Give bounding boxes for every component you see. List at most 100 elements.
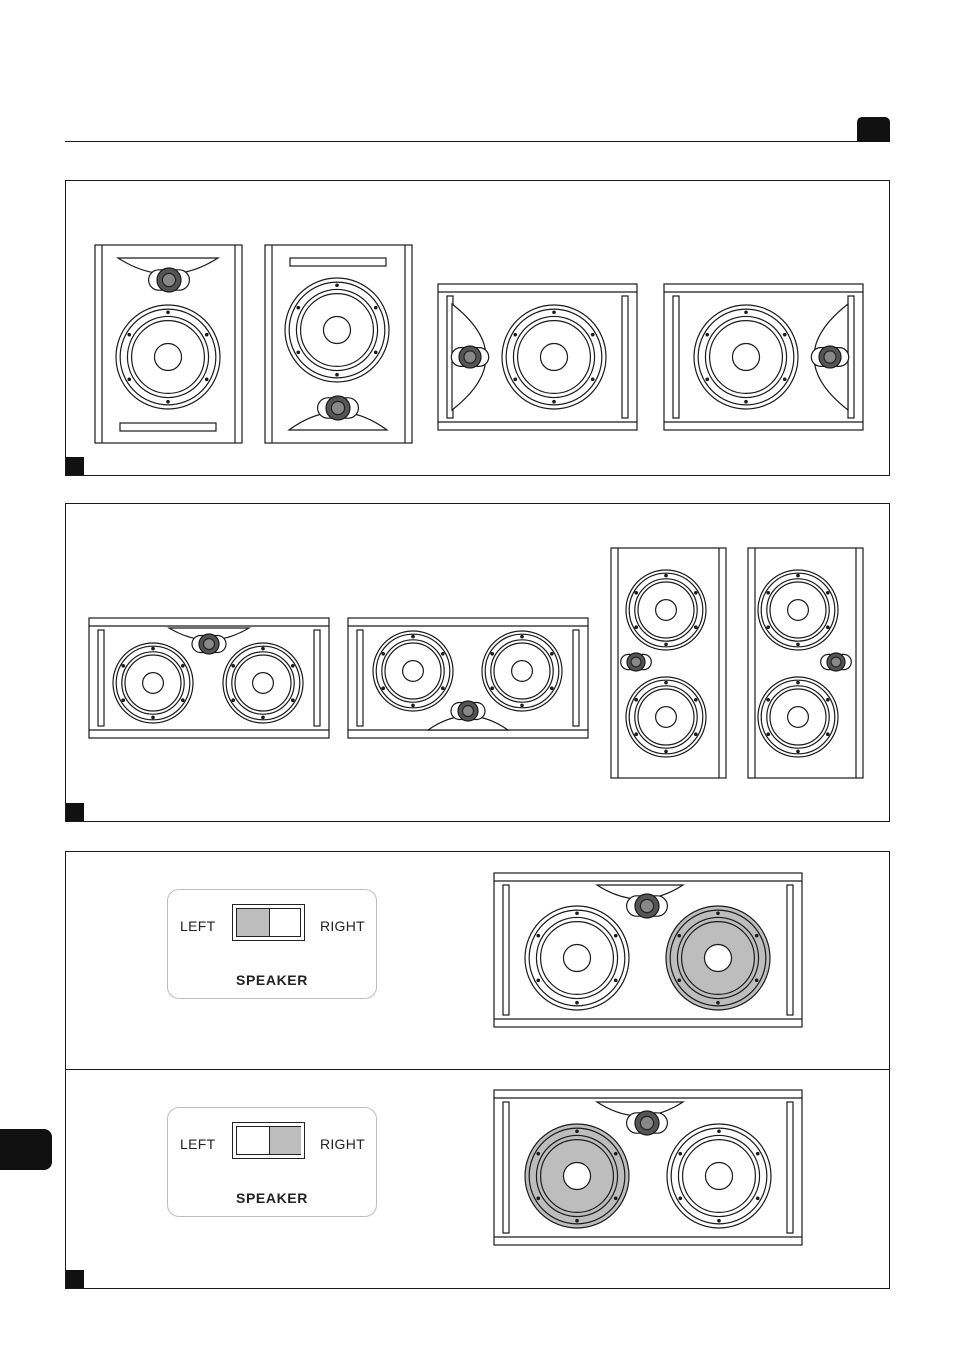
- woofer-surround: [693, 304, 799, 410]
- screw-dot: [825, 591, 830, 595]
- side-slot: [786, 884, 794, 1016]
- cabinet-outline: [94, 244, 243, 444]
- woofer-ring: [225, 645, 301, 721]
- screw-dot: [678, 1196, 683, 1201]
- woofer-ring: [288, 281, 386, 379]
- woofer-cone: [637, 581, 695, 639]
- screw-dot: [825, 732, 830, 736]
- woofer-ring: [484, 633, 560, 709]
- screw-dot: [755, 1151, 760, 1156]
- screw-dot: [127, 377, 132, 382]
- woofer-cone: [708, 320, 783, 395]
- screw-dot: [766, 732, 771, 736]
- screw-dot: [536, 1196, 541, 1201]
- screw-dot: [335, 372, 339, 377]
- woofer-dustcap: [322, 315, 352, 345]
- screw-dot: [166, 310, 170, 315]
- screw-dot: [121, 698, 126, 702]
- tweeter-dome: [463, 350, 477, 364]
- screw-dot: [536, 1151, 541, 1156]
- screw-dot: [693, 698, 698, 702]
- screw-dot: [782, 332, 787, 337]
- screw-dot: [755, 1196, 760, 1201]
- screw-dot: [552, 399, 556, 404]
- switch-right-label: RIGHT: [319, 1136, 365, 1152]
- screw-dot: [440, 686, 445, 690]
- switch-title: SPEAKER: [236, 972, 308, 988]
- cabinet-outline: [264, 244, 413, 444]
- screw-dot: [796, 749, 800, 754]
- cabinet-outline: [610, 547, 727, 779]
- woofer-ring: [119, 308, 217, 406]
- side-slot: [786, 1101, 794, 1234]
- screw-dot: [151, 646, 155, 651]
- screw-dot: [204, 332, 209, 337]
- screw-dot: [575, 1129, 579, 1134]
- screw-dot: [782, 377, 787, 382]
- woofer-ring: [115, 645, 191, 721]
- language-side-tab: [0, 1129, 52, 1170]
- screw-dot: [705, 377, 710, 382]
- screw-dot: [231, 664, 236, 668]
- screw-dot: [796, 573, 800, 578]
- woofer-dustcap: [562, 943, 592, 973]
- screw-dot: [166, 399, 170, 404]
- woofer-surround: [625, 676, 707, 758]
- screw-dot: [613, 1196, 618, 1201]
- woofer-dustcap: [703, 943, 733, 973]
- screw-dot: [766, 698, 771, 702]
- woofer-ring: [669, 909, 767, 1007]
- woofer-cone: [637, 688, 695, 746]
- woofer-surround: [284, 277, 390, 383]
- woofer-dustcap: [654, 598, 677, 621]
- figure-marker: [66, 1270, 84, 1288]
- woofer-ring: [628, 679, 704, 755]
- woofer-dustcap: [654, 705, 677, 728]
- woofer-ring: [528, 909, 626, 1007]
- screw-dot: [549, 686, 554, 690]
- screw-dot: [536, 978, 541, 983]
- woofer-surround: [757, 676, 839, 758]
- figure-marker: [66, 457, 84, 475]
- screw-dot: [613, 933, 618, 938]
- woofer-dustcap: [252, 671, 275, 694]
- screw-dot: [634, 591, 639, 595]
- switch-knob: [237, 909, 270, 936]
- tweeter-dome: [639, 1115, 655, 1131]
- side-slot: [621, 295, 629, 419]
- woofer-ring: [375, 633, 451, 709]
- woofer-ring: [628, 572, 704, 648]
- screw-dot: [744, 310, 748, 315]
- side-slot: [97, 629, 105, 727]
- screw-dot: [335, 283, 339, 288]
- woofer-surround: [501, 304, 607, 410]
- tweeter-dome: [823, 350, 837, 364]
- cabinet-outline: [437, 283, 638, 431]
- screw-dot: [825, 698, 830, 702]
- port-slot: [119, 422, 217, 432]
- header-rule: [65, 141, 890, 142]
- screw-dot: [716, 1000, 720, 1005]
- tweeter-dome: [330, 400, 346, 416]
- switch-knob: [268, 1127, 301, 1154]
- switch-slider: [232, 1122, 305, 1159]
- figure-marker: [66, 803, 84, 821]
- switch-right-label: RIGHT: [319, 918, 365, 934]
- woofer-cone: [539, 1138, 614, 1213]
- side-slot: [313, 629, 321, 727]
- woofer-surround: [222, 642, 304, 724]
- screw-dot: [296, 305, 301, 310]
- page-number-tab: [857, 117, 890, 142]
- panel-divider: [66, 1069, 889, 1070]
- woofer-cone: [516, 320, 591, 395]
- screw-dot: [513, 332, 518, 337]
- tweeter-dome: [639, 898, 655, 914]
- cabinet-outline: [88, 617, 330, 739]
- woofer-surround: [372, 630, 454, 712]
- woofer-ring: [528, 1127, 626, 1225]
- woofer-ring: [760, 572, 836, 648]
- screw-dot: [766, 625, 771, 629]
- cabinet-outline: [747, 547, 864, 779]
- screw-dot: [716, 911, 720, 916]
